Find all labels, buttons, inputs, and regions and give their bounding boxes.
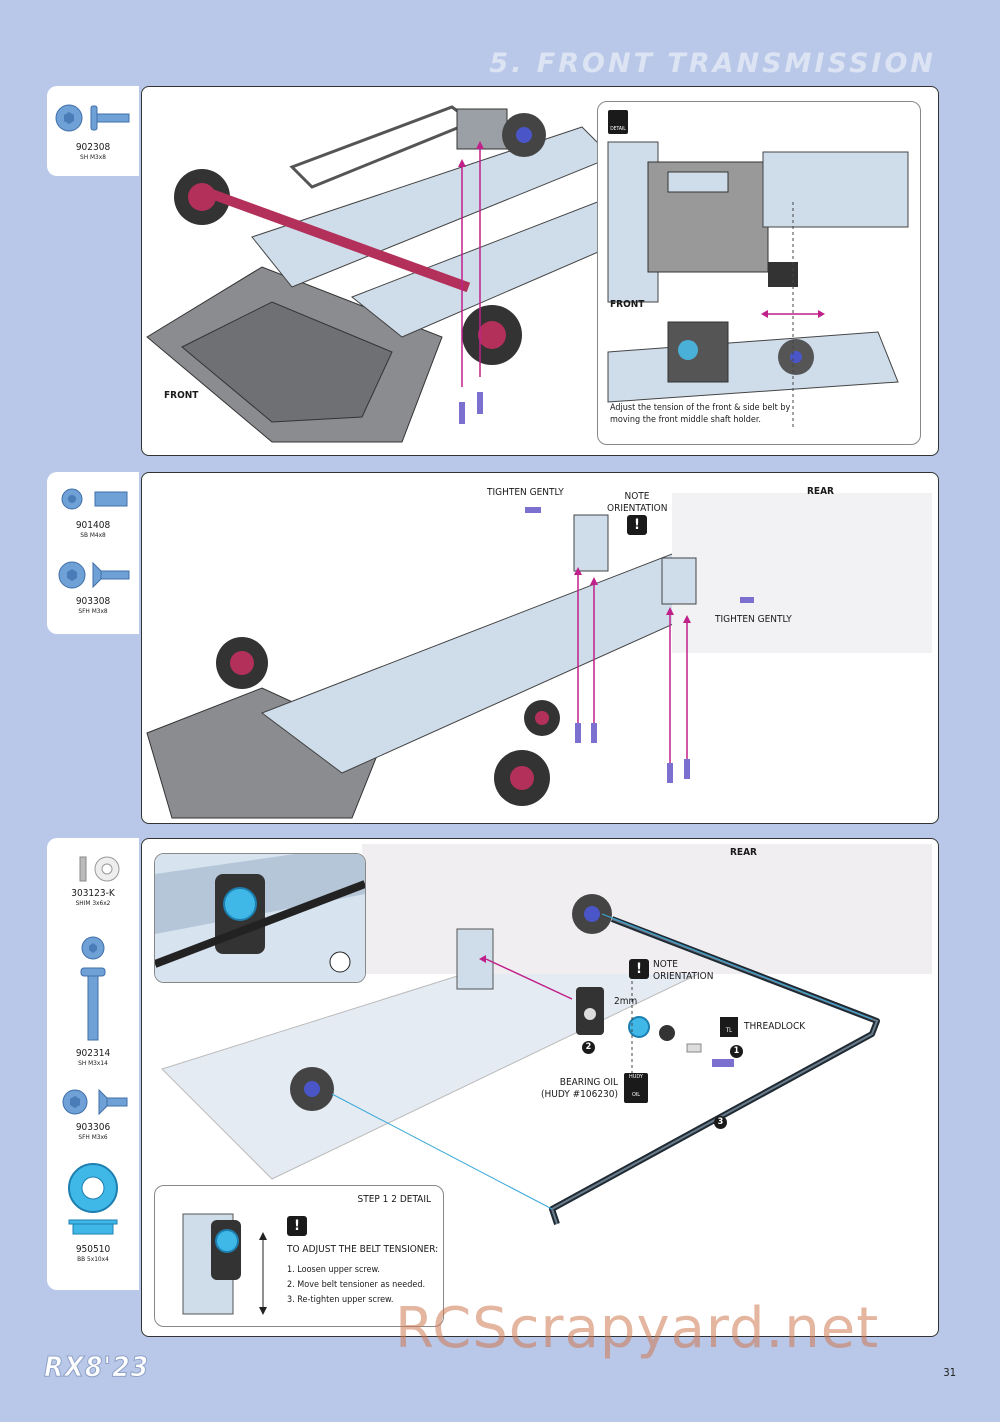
watermark: RCScrapyard.net — [395, 1296, 880, 1361]
label-tighten-gently-2: TIGHTEN GENTLY — [715, 614, 792, 625]
bolt-icon — [61, 488, 128, 510]
screw-icon — [80, 936, 106, 1041]
page-title: 5. FRONT TRANSMISSION — [489, 48, 936, 79]
warning-icon: ! — [627, 515, 647, 535]
detail-item-1: 1. Loosen upper screw. — [287, 1265, 380, 1275]
part-902308: 902308 SH M3x8 — [47, 98, 139, 161]
oil-icon: HUDY OIL — [624, 1073, 648, 1103]
detail-note: Adjust the tension of the front & side b… — [610, 403, 791, 425]
label-rear: REAR — [807, 486, 834, 497]
part-950510: 950510 BB 5x10x4 — [47, 1160, 139, 1263]
part-number: 303123-K — [71, 888, 115, 899]
tensioner-closeup — [154, 853, 366, 983]
screw-icon — [58, 561, 130, 589]
label-2mm: 2mm — [614, 996, 638, 1007]
step2-panel: TIGHTEN GENTLY NOTE ORIENTATION ! REAR T… — [141, 472, 939, 824]
part-number: 902308 — [75, 142, 111, 153]
callout-2: 2 — [582, 1041, 595, 1054]
warning-icon: ! — [629, 959, 649, 979]
threadlock-icon: TL — [720, 1017, 738, 1037]
part-number: 950510 — [75, 1244, 111, 1255]
detail-drawing — [607, 141, 909, 427]
page-number: 31 — [943, 1366, 956, 1379]
detail-inset: DETAIL FRONT Adjust the tension of the f… — [597, 101, 921, 445]
step1-panel: FRONT DETAIL FRONT Adjust the tension of… — [141, 86, 939, 456]
rx8-logo: RX8'23 — [43, 1350, 150, 1384]
parts-list-step1: 902308 SH M3x8 — [47, 86, 139, 176]
part-desc: SB M4x8 — [80, 531, 106, 539]
parts-list-step2: 901408 SB M4x8 903308 SFH M3x8 — [47, 472, 139, 634]
label-note-orientation: NOTE ORIENTATION ! — [607, 491, 668, 535]
label-rear: REAR — [730, 847, 757, 858]
detail-icon: DETAIL — [608, 110, 628, 134]
part-desc: SFH M3x8 — [78, 607, 108, 615]
part-number: 902314 — [75, 1048, 111, 1059]
label-front: FRONT — [164, 390, 199, 401]
callout-3: 3 — [714, 1116, 727, 1129]
screw-icon — [62, 1088, 128, 1116]
detail-title: STEP 1 2 DETAIL — [357, 1194, 431, 1205]
detail-warning: ! — [287, 1216, 307, 1236]
shim-icon — [79, 856, 120, 882]
part-901408: 901408 SB M4x8 — [47, 482, 139, 539]
part-903308: 903308 SFH M3x8 — [47, 558, 139, 615]
closeup-drawing — [155, 854, 365, 982]
step-detail-box: STEP 1 2 DETAIL ! TO ADJUST THE BELT TEN… — [154, 1185, 444, 1327]
part-desc: SFH M3x6 — [78, 1133, 108, 1141]
label-tighten-gently-1: TIGHTEN GENTLY — [487, 487, 564, 498]
label-bearing-oil: BEARING OIL (HUDY #106230) — [541, 1077, 618, 1100]
parts-list-step3: 303123-K SHIM 3x6x2 902314 SH M3x14 9033… — [47, 838, 139, 1290]
detail-tensioner-drawing — [182, 1213, 267, 1315]
bearing-icon — [68, 1163, 118, 1235]
part-902314: 902314 SH M3x14 — [47, 934, 139, 1067]
label-threadlock: THREADLOCK — [744, 1021, 806, 1032]
part-number: 903306 — [75, 1122, 111, 1133]
step3-panel: REAR ! NOTE ORIENTATION 2mm TL THREADLOC… — [141, 838, 939, 1337]
part-903306: 903306 SFH M3x6 — [47, 1086, 139, 1141]
part-desc: BB 5x10x4 — [77, 1255, 109, 1263]
detail-label-front: FRONT — [610, 299, 645, 310]
detail-heading: TO ADJUST THE BELT TENSIONER: — [287, 1244, 439, 1255]
part-desc: SH M3x14 — [78, 1059, 108, 1067]
warning-icon: ! — [287, 1216, 307, 1236]
part-number: 903308 — [75, 596, 111, 607]
part-desc: SH M3x8 — [80, 153, 106, 161]
part-number: 901408 — [75, 520, 111, 531]
screw-icon — [55, 104, 130, 132]
label-note-orientation: ! NOTE ORIENTATION — [629, 959, 739, 983]
chassis-assembly-drawing — [146, 493, 932, 819]
detail-item-2: 2. Move belt tensioner as needed. — [287, 1280, 426, 1290]
part-desc: SHIM 3x6x2 — [75, 899, 111, 907]
front-transmission-drawing — [146, 105, 703, 443]
part-303123-K: 303123-K SHIM 3x6x2 — [47, 854, 139, 907]
detail-item-3: 3. Re-tighten upper screw. — [287, 1295, 394, 1305]
callout-1: 1 — [730, 1045, 743, 1058]
